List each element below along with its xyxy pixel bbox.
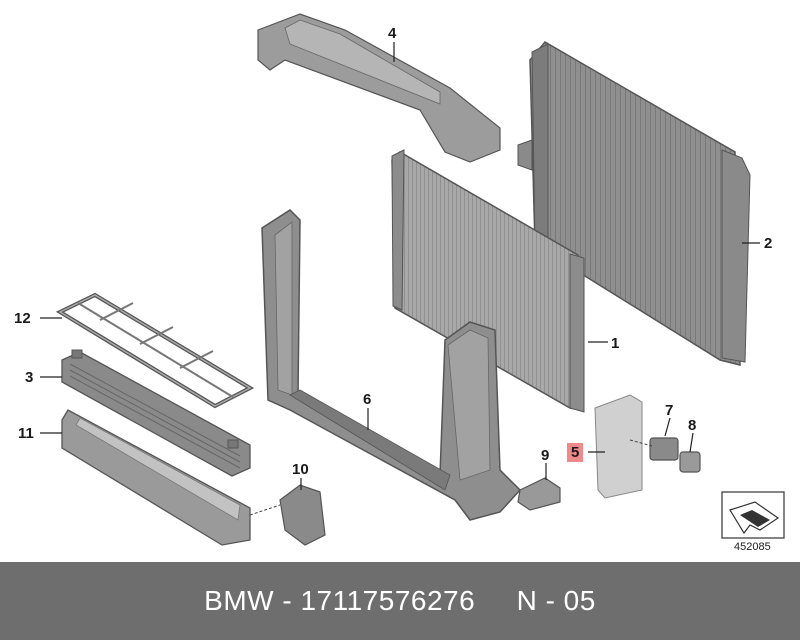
part-11-lower-duct[interactable] bbox=[61, 409, 251, 546]
arrow-frame-icon bbox=[721, 491, 785, 539]
part-4-air-duct[interactable] bbox=[257, 13, 501, 163]
label-7: 7 bbox=[665, 402, 674, 419]
label-6: 6 bbox=[363, 391, 372, 408]
part-1-radiator[interactable] bbox=[391, 149, 585, 413]
label-9: 9 bbox=[541, 447, 550, 464]
label-3: 3 bbox=[25, 369, 34, 386]
footer-bar: BMW - 17117576276 N - 05 bbox=[0, 562, 800, 640]
label-10: 10 bbox=[292, 461, 309, 478]
part-12-grille[interactable] bbox=[55, 292, 255, 409]
label-11: 11 bbox=[18, 425, 34, 442]
footer-caption: BMW - 17117576276 N - 05 bbox=[204, 585, 596, 616]
label-1: 1 bbox=[611, 335, 620, 352]
part-5-side-panel[interactable] bbox=[594, 394, 643, 499]
part-7-fastener[interactable] bbox=[629, 437, 679, 461]
label-12: 12 bbox=[14, 310, 31, 327]
part-3-oil-cooler[interactable] bbox=[61, 349, 251, 477]
label-2: 2 bbox=[764, 235, 773, 252]
part-6-carrier-frame[interactable] bbox=[261, 209, 522, 521]
label-8: 8 bbox=[688, 417, 697, 434]
label-4: 4 bbox=[388, 25, 397, 42]
part-9-bracket[interactable] bbox=[517, 477, 561, 511]
part-10-bracket[interactable] bbox=[249, 484, 326, 546]
label-5-highlighted: 5 bbox=[567, 443, 584, 462]
leader-lines bbox=[40, 42, 760, 490]
part-2-radiator[interactable] bbox=[517, 41, 751, 366]
part-8-fastener[interactable] bbox=[679, 451, 701, 473]
reference-number: 452085 bbox=[734, 541, 771, 553]
parts-diagram bbox=[40, 13, 785, 546]
